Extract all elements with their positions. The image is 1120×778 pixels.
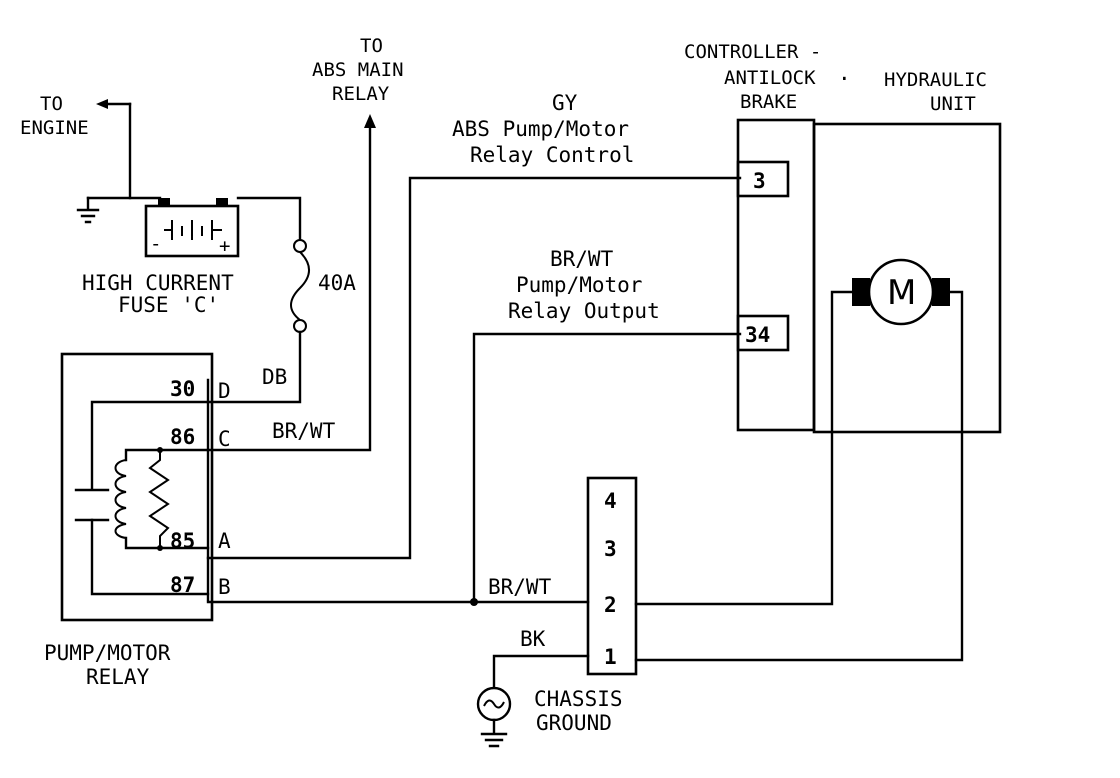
svg-text:86: 86 [170, 425, 195, 449]
hydraulic-unit-box [812, 122, 1002, 434]
relay-coil-top-wire [124, 448, 210, 462]
svg-text:TO: TO [360, 35, 383, 57]
pump-motor-relay-label: PUMP/MOTOR RELAY [44, 641, 171, 689]
svg-text:GROUND: GROUND [536, 711, 612, 735]
svg-text:-: - [150, 233, 161, 255]
svg-text:87: 87 [170, 573, 195, 597]
relay-contact-bar [74, 488, 110, 522]
separator-dot: · [838, 67, 851, 91]
relay-pins: 30 D 86 C 85 A 87 B [170, 377, 231, 599]
svg-text:M: M [887, 273, 916, 313]
motor-wire-left [634, 290, 854, 606]
relay-contact-switch-87 [90, 518, 210, 596]
relay-coil-icon [114, 459, 127, 539]
brwt-wire-c-label: BR/WT [272, 419, 336, 443]
svg-text:Relay Control: Relay Control [470, 143, 634, 167]
gy-wire-label: GY ABS Pump/Motor Relay Control [452, 91, 634, 167]
chassis-ground-icon [476, 686, 512, 748]
fuse-rating: 40A [318, 271, 356, 295]
svg-text:GY: GY [552, 91, 578, 115]
abs-relay-arrow-icon [364, 114, 376, 128]
fuse-40a-icon [290, 239, 310, 333]
brwt-relay-output-wire [472, 332, 742, 604]
db-wire [206, 330, 302, 404]
svg-text:D: D [218, 379, 231, 403]
svg-text:BR/WT: BR/WT [550, 247, 614, 271]
pump-motor-relay-box [60, 352, 214, 622]
connector-pins: 4 3 2 1 [604, 489, 617, 669]
svg-text:UNIT: UNIT [930, 93, 976, 115]
brwt-wire-b-label: BR/WT [488, 575, 552, 599]
controller-pin-34: 34 [736, 314, 790, 352]
battery-positive-wire [236, 196, 302, 242]
svg-text:30: 30 [170, 377, 195, 401]
svg-text:HIGH CURRENT: HIGH CURRENT [82, 271, 234, 295]
to-engine-label: TO ENGINE [20, 93, 89, 139]
svg-text:ABS Pump/Motor: ABS Pump/Motor [452, 117, 629, 141]
chassis-ground-label: CHASSIS GROUND [534, 687, 623, 735]
svg-text:85: 85 [170, 529, 195, 553]
svg-text:ANTILOCK: ANTILOCK [724, 67, 816, 89]
svg-text:RELAY: RELAY [332, 83, 390, 105]
db-wire-label: DB [262, 365, 287, 389]
relay-resistor-icon [148, 450, 170, 548]
splice-dot [470, 598, 478, 606]
svg-text:CONTROLLER -: CONTROLLER - [684, 41, 821, 63]
svg-text:Relay Output: Relay Output [508, 299, 660, 323]
svg-text:RELAY: RELAY [86, 665, 150, 689]
pump-motor-icon: M [852, 258, 950, 326]
svg-text:CHASSIS: CHASSIS [534, 687, 623, 711]
svg-text:A: A [218, 529, 231, 553]
bk-ground-wire [492, 654, 590, 690]
svg-text:PUMP/MOTOR: PUMP/MOTOR [44, 641, 171, 665]
svg-text:3: 3 [753, 169, 766, 193]
gy-relay-control-wire [206, 176, 742, 560]
brwt-output-label: BR/WT Pump/Motor Relay Output [508, 247, 660, 323]
engine-arrow-icon [96, 99, 108, 109]
relay-contact-switch-30 [90, 400, 210, 490]
svg-text:B: B [218, 575, 231, 599]
svg-text:C: C [218, 427, 231, 451]
svg-text:FUSE 'C': FUSE 'C' [118, 293, 219, 317]
svg-text:34: 34 [745, 323, 770, 347]
controller-box [736, 118, 816, 432]
chassis-connector-box [586, 476, 638, 676]
svg-text:BRAKE: BRAKE [740, 91, 797, 113]
brwt-to-abs-relay-wire [206, 124, 372, 452]
svg-text:TO: TO [40, 93, 63, 115]
svg-text:HYDRAULIC: HYDRAULIC [884, 69, 987, 91]
battery-icon: - + [144, 198, 240, 258]
svg-text:4: 4 [604, 489, 617, 513]
svg-text:3: 3 [604, 537, 617, 561]
controller-label: CONTROLLER - ANTILOCK BRAKE [684, 41, 821, 113]
ground-symbol-battery [76, 196, 100, 224]
to-abs-main-relay-label: TO ABS MAIN RELAY [312, 35, 404, 105]
hydraulic-unit-label: HYDRAULIC UNIT [884, 69, 987, 115]
svg-text:+: + [219, 235, 230, 257]
relay-coil-bottom-wire [124, 536, 210, 550]
svg-text:Pump/Motor: Pump/Motor [516, 273, 642, 297]
bk-wire-label: BK [520, 627, 546, 651]
fuse-label: HIGH CURRENT FUSE 'C' [82, 271, 234, 317]
motor-wire-right [634, 290, 964, 662]
svg-text:2: 2 [604, 593, 617, 617]
svg-text:ABS MAIN: ABS MAIN [312, 59, 404, 81]
svg-text:1: 1 [604, 645, 617, 669]
controller-pin-3: 3 [736, 160, 790, 198]
svg-text:ENGINE: ENGINE [20, 117, 89, 139]
